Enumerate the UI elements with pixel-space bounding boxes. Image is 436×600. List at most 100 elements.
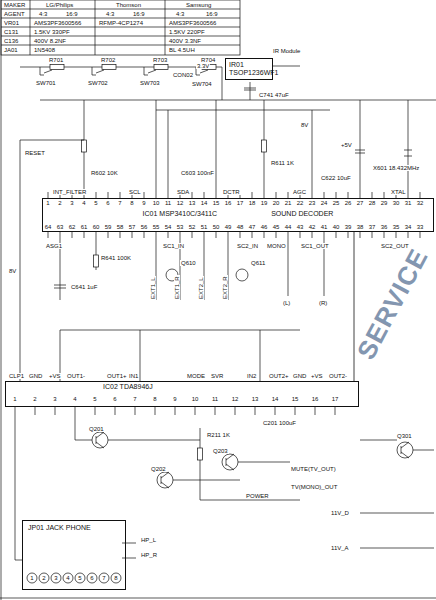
- signal-label: SC1_IN: [162, 243, 185, 249]
- signal-label: Q201: [88, 426, 105, 432]
- pin-number: 35: [392, 224, 401, 230]
- table-cell: 1N5408: [33, 47, 56, 53]
- pin-number: 40: [332, 224, 341, 230]
- signal-label: Q202: [150, 466, 167, 472]
- signal-label: OUT1-: [66, 373, 86, 379]
- signal-label: SDA: [176, 189, 190, 195]
- pin-number: 26: [344, 200, 353, 206]
- pin-number: 12: [231, 396, 240, 402]
- signal-label: OUT2-: [328, 373, 348, 379]
- signal-label: OUT2+: [268, 373, 290, 379]
- pin-number: 1: [12, 396, 17, 402]
- signal-label: GND: [28, 373, 43, 379]
- table-cell: 1.5KV 220PF: [168, 29, 206, 35]
- signal-label: EXT1_R: [174, 275, 180, 300]
- pin-number: 32: [416, 200, 425, 206]
- pin-number: 51: [200, 224, 209, 230]
- signal-label: IN2: [246, 373, 257, 379]
- signal-label: 3.3V: [196, 63, 210, 69]
- pin-number: 5: [92, 396, 97, 402]
- table-cell: Samsung: [185, 2, 212, 8]
- signal-label: 11V_D: [330, 510, 350, 516]
- pin-number: 7: [132, 396, 137, 402]
- signal-label: C603 100nF: [180, 170, 215, 176]
- pin-number: 16: [224, 200, 233, 206]
- signal-label: SW703: [139, 80, 161, 86]
- pin-number: 45: [272, 224, 281, 230]
- pin-number: 46: [260, 224, 269, 230]
- pin-number: 11: [211, 396, 219, 402]
- signal-label: +VS: [310, 373, 324, 379]
- table-cell: AMS3PF3600566: [33, 20, 82, 26]
- pin-number: 61: [80, 224, 89, 230]
- signal-label: SC1_OUT: [300, 243, 330, 249]
- pin-number: 38: [356, 224, 365, 230]
- signal-label: OUT1+: [106, 373, 128, 379]
- signal-label: +VS: [48, 373, 62, 379]
- table-cell: C131: [3, 29, 19, 35]
- pin-number: 8: [113, 575, 118, 581]
- pin-number: 36: [380, 224, 389, 230]
- pin-number: 37: [368, 224, 377, 230]
- signal-label: DCTR: [222, 189, 241, 195]
- pin-number: 23: [308, 200, 317, 206]
- pin-number: 52: [188, 224, 197, 230]
- pin-number: 5: [93, 200, 98, 206]
- table-cell: VR01: [3, 20, 20, 26]
- signal-label: 8V: [8, 268, 17, 274]
- signal-label: R703: [152, 57, 168, 63]
- pin-number: 59: [104, 224, 113, 230]
- table-cell: 400V 8.2NF: [33, 38, 67, 44]
- signal-label: AGC: [292, 189, 307, 195]
- table-cell: 4:3: [175, 11, 185, 17]
- pin-number: 29: [380, 200, 389, 206]
- table-cell: AGENT: [3, 11, 26, 17]
- pin-number: 41: [320, 224, 329, 230]
- pin-number: 10: [152, 200, 161, 206]
- signal-label: Q610: [180, 260, 197, 266]
- signal-label: HP_R: [140, 552, 158, 558]
- watermark: SERVICE: [352, 244, 433, 365]
- pin-number: 30: [392, 200, 401, 206]
- pin-number: 24: [320, 200, 329, 206]
- signal-label: ASG1: [45, 243, 63, 249]
- pin-number: 9: [172, 396, 177, 402]
- pin-number: 49: [224, 224, 233, 230]
- pin-number: 13: [188, 200, 197, 206]
- pin-number: 62: [68, 224, 77, 230]
- signal-label: X601 18.432MHz: [372, 165, 420, 171]
- signal-label: IN1: [128, 373, 139, 379]
- signal-label: GND: [292, 373, 307, 379]
- table-cell: 16:9: [132, 11, 146, 17]
- pin-number: 50: [212, 224, 221, 230]
- pin-number: 28: [368, 200, 377, 206]
- pin-number: 47: [248, 224, 257, 230]
- signal-wire: [354, 232, 355, 381]
- pin-number: 55: [152, 224, 161, 230]
- table-cell: C136: [3, 38, 19, 44]
- signal-label: EXT2_L: [198, 276, 204, 300]
- pin-number: 6: [105, 200, 110, 206]
- signal-label: SVR: [210, 373, 224, 379]
- signal-label: XTAL: [390, 189, 407, 195]
- signal-label: INT_FILTER: [52, 189, 87, 195]
- signal-label: MUTE(TV_OUT): [290, 466, 337, 472]
- signal-label: HP_L: [140, 537, 157, 543]
- pin-number: 21: [284, 200, 293, 206]
- signal-label: CON02: [172, 72, 194, 78]
- pin-number: 5: [77, 575, 82, 581]
- signal-label: Q203: [212, 448, 229, 454]
- table-cell: 16:9: [65, 11, 79, 17]
- signal-label: SW702: [87, 80, 109, 86]
- pin-number: 7: [117, 200, 122, 206]
- pin-number: 2: [32, 396, 37, 402]
- table-cell: JA01: [3, 47, 19, 53]
- signal-label: Q611: [250, 260, 266, 266]
- signal-label: (L): [282, 300, 291, 306]
- pin-number: 53: [176, 224, 185, 230]
- pin-number: 57: [128, 224, 137, 230]
- signal-label: SW701: [35, 80, 57, 86]
- pin-number: 34: [404, 224, 413, 230]
- table-cell: AMS3PF3600566: [168, 20, 217, 26]
